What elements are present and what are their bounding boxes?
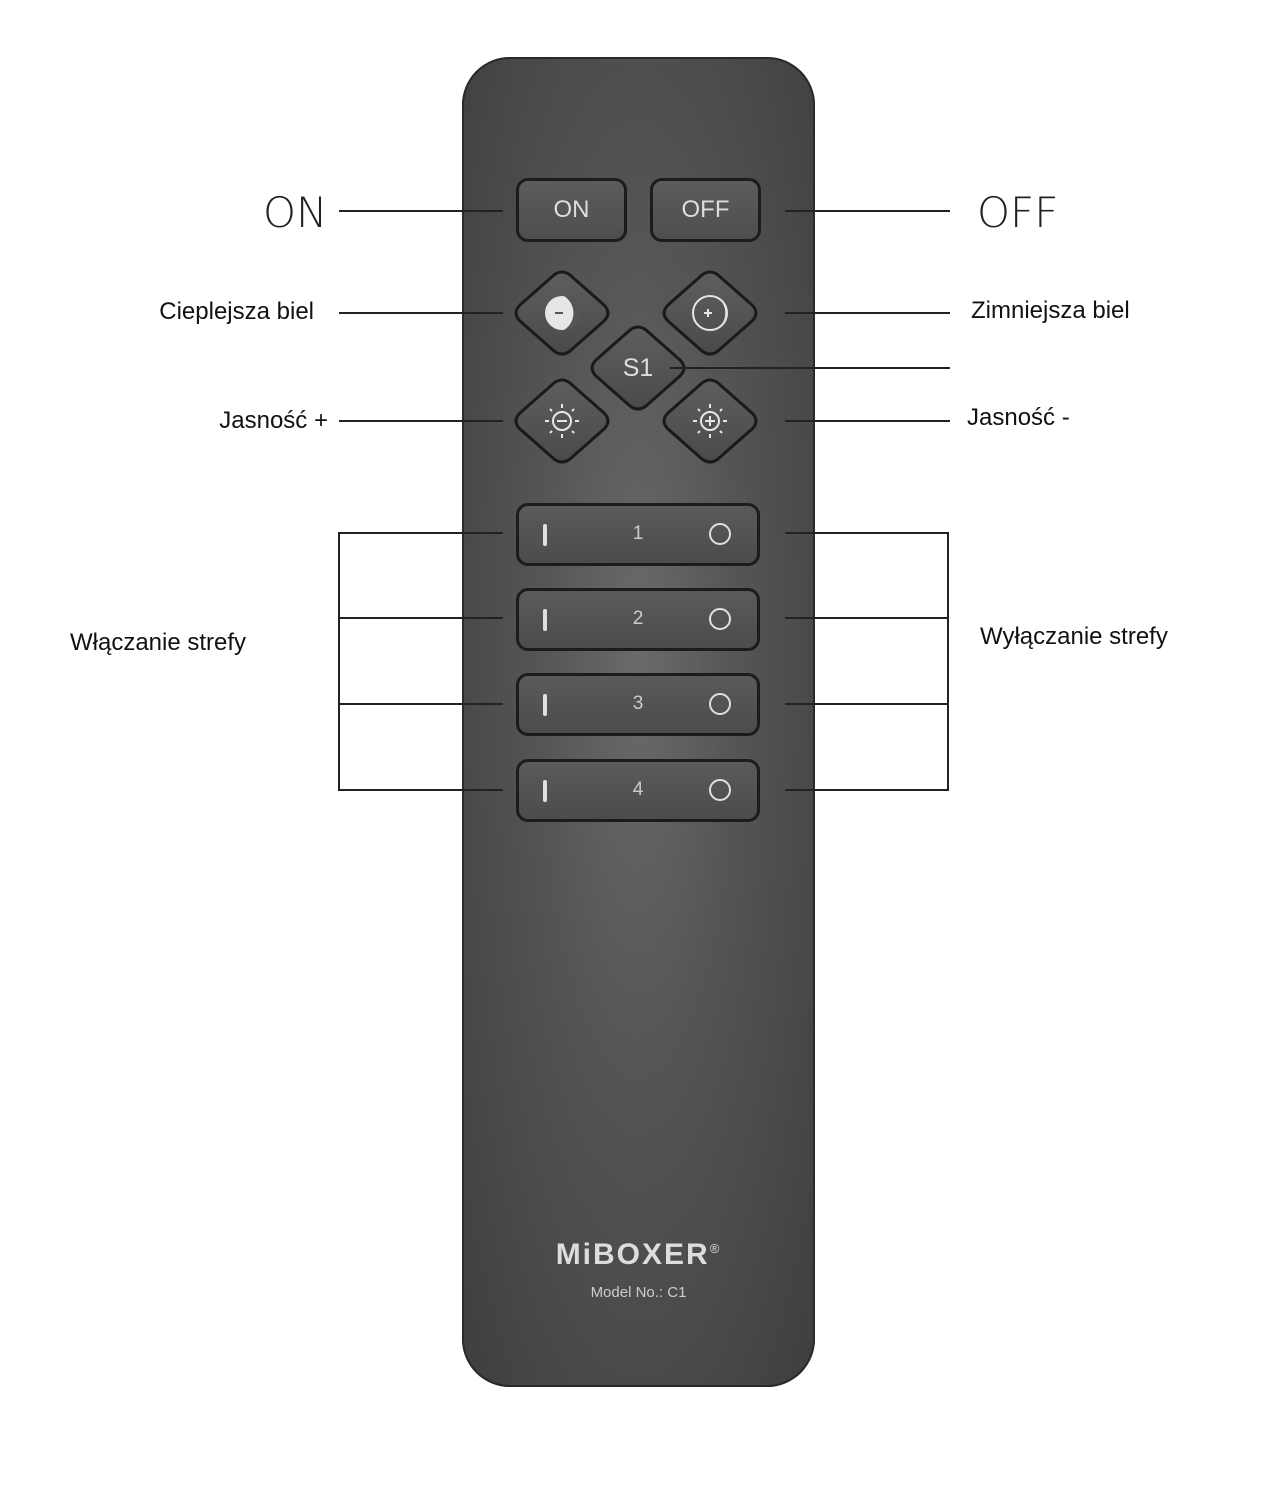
zone-1-button[interactable]: 1 bbox=[516, 503, 760, 566]
zone-off-icon[interactable] bbox=[709, 523, 731, 545]
s1-button[interactable] bbox=[590, 325, 686, 411]
off-button[interactable]: OFF bbox=[650, 178, 761, 242]
zone-on-icon[interactable] bbox=[543, 780, 547, 802]
on-button[interactable]: ON bbox=[516, 178, 627, 242]
zone-number: 2 bbox=[632, 608, 644, 629]
zone-3-button[interactable]: 3 bbox=[516, 673, 760, 736]
brand-name: MiBOXER bbox=[555, 1238, 710, 1271]
brightness-down-button[interactable] bbox=[514, 378, 610, 464]
zone-on-icon[interactable] bbox=[543, 524, 547, 546]
label-cooler-white: Zimniejsza biel bbox=[971, 297, 1130, 324]
sun-minus-icon bbox=[545, 404, 579, 438]
registered-mark: ® bbox=[709, 1241, 722, 1256]
cool-moon-plus-icon bbox=[692, 295, 728, 331]
cooler-white-button[interactable] bbox=[662, 270, 758, 356]
sun-plus-icon bbox=[693, 404, 727, 438]
label-zone-on: Włączanie strefy bbox=[70, 629, 247, 656]
zone-off-icon[interactable] bbox=[709, 779, 731, 801]
brand-logo: MiBOXER® bbox=[462, 1238, 815, 1272]
off-button-label: OFF bbox=[681, 196, 730, 223]
label-off: OFF bbox=[977, 188, 1059, 237]
zone-off-icon[interactable] bbox=[709, 608, 731, 630]
on-button-label: ON bbox=[553, 196, 590, 223]
label-warmer-white: Cieplejsza biel bbox=[159, 298, 314, 325]
label-on: ON bbox=[263, 188, 328, 237]
warmer-white-button[interactable] bbox=[514, 270, 610, 356]
zone-number: 4 bbox=[632, 779, 644, 800]
zone-number: 3 bbox=[632, 693, 644, 714]
warm-moon-minus-icon bbox=[545, 296, 581, 330]
label-brightness-left: Jasność + bbox=[219, 407, 328, 434]
zone-2-button[interactable]: 2 bbox=[516, 588, 760, 651]
model-number: Model No.: C1 bbox=[590, 1284, 687, 1301]
label-zone-off: Wyłączanie strefy bbox=[980, 623, 1168, 650]
zone-number: 1 bbox=[632, 523, 644, 544]
brightness-up-button[interactable] bbox=[662, 378, 758, 464]
callout-lines bbox=[338, 210, 950, 791]
zone-off-icon[interactable] bbox=[709, 693, 731, 715]
zone-on-icon[interactable] bbox=[543, 609, 547, 631]
label-brightness-right: Jasność - bbox=[967, 404, 1070, 431]
s1-label: S1 bbox=[622, 354, 654, 382]
zone-on-icon[interactable] bbox=[543, 694, 547, 716]
zone-4-button[interactable]: 4 bbox=[516, 759, 760, 822]
